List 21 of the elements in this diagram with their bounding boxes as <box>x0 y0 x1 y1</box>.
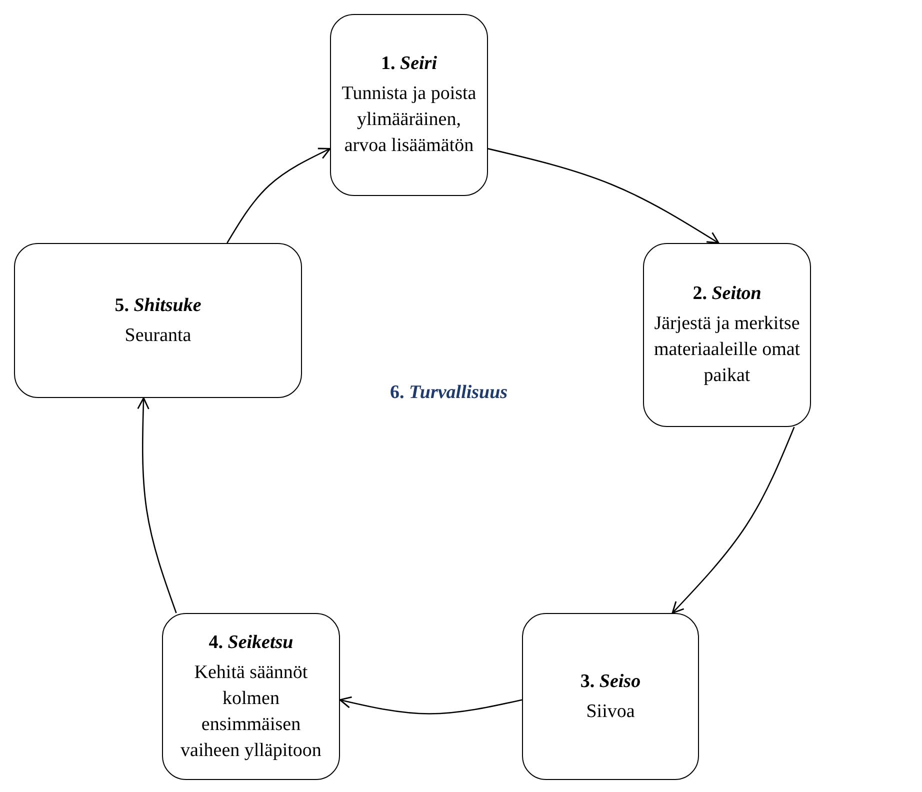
rounded-box <box>643 243 811 427</box>
curved-arrow <box>339 696 522 714</box>
rounded-box <box>14 243 302 398</box>
center-label: 6. Turvallisuus <box>390 382 508 404</box>
rounded-box <box>330 14 488 196</box>
rounded-box <box>162 613 340 780</box>
step-heading: 2. Seiton <box>692 282 762 306</box>
curved-arrow <box>226 148 331 244</box>
step-description: Järjestä ja merkitse materiaaleille omat paikat <box>652 312 802 388</box>
step-description: Seuranta <box>124 324 192 348</box>
step-description: Kehitä säännöt kolmen ensimmäisen vaiheen ylläpitoon <box>180 660 322 762</box>
rounded-box <box>522 613 699 780</box>
curved-arrow <box>137 397 177 614</box>
step-heading: 1. Seiri <box>381 52 437 76</box>
curved-arrow <box>672 426 795 614</box>
step-heading: 4. Seiketsu <box>208 630 294 654</box>
curved-arrow <box>488 148 720 244</box>
step-heading: 3. Seiso <box>580 670 641 694</box>
step-description: Siivoa <box>586 700 635 724</box>
step-description: Tunnista ja poista ylimääräinen, arvoa lisäämätön <box>340 82 478 158</box>
step-heading: 5. Shitsuke <box>114 294 202 318</box>
